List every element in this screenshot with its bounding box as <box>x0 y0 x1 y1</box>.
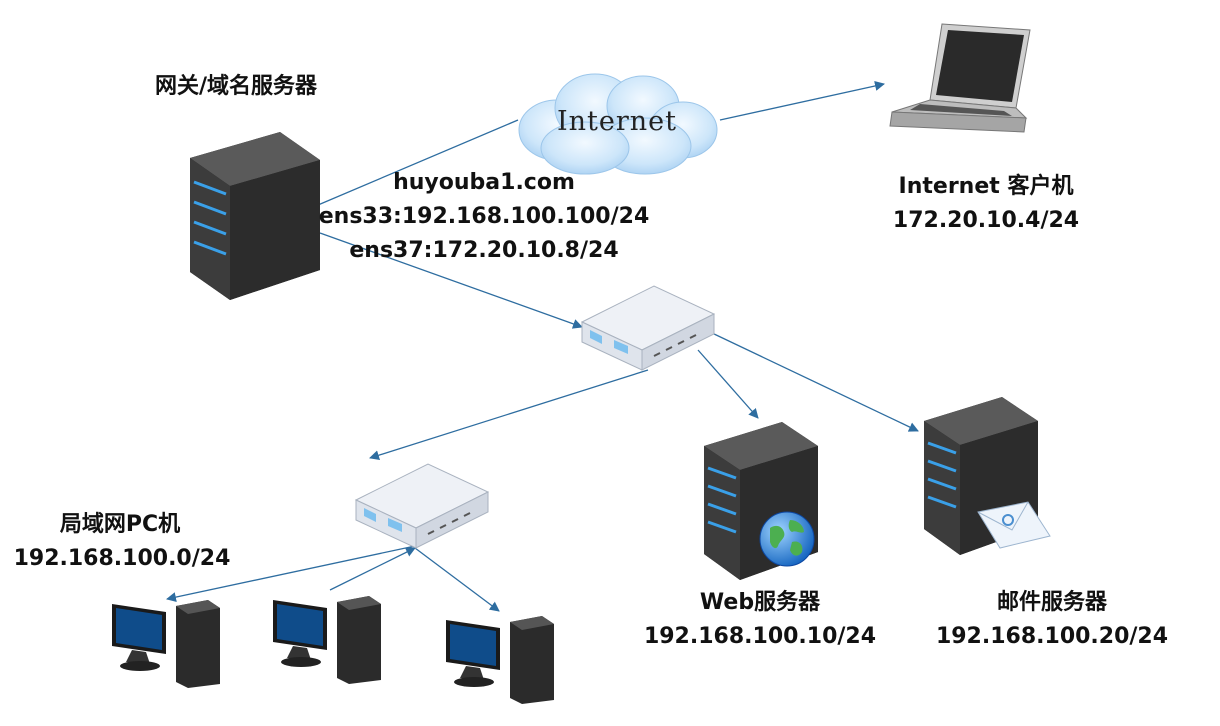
link-gateway-to-switch <box>319 232 583 329</box>
envelope-icon <box>977 501 1051 549</box>
mail-server-name: 邮件服务器 <box>996 590 1108 615</box>
gateway-ens33: ens33:192.168.100.100/24 <box>318 204 650 229</box>
network-switch-icon <box>580 285 716 371</box>
link-switch-to-web <box>697 349 759 419</box>
link-internet-to-client <box>719 81 885 121</box>
link-lan-switch-to-pc3 <box>414 547 500 612</box>
client-name: Internet 客户机 <box>898 174 1074 199</box>
laptop-icon <box>889 23 1031 133</box>
client-ip: 172.20.10.4/24 <box>892 208 1080 233</box>
link-lan-switch-to-pc1 <box>166 545 416 603</box>
gateway-hostname: huyouba1.com <box>393 170 575 195</box>
web-server-name: Web服务器 <box>699 590 821 615</box>
gateway-server-icon <box>190 132 320 300</box>
lan-pcs-name: 局域网PC机 <box>59 512 181 537</box>
cloud-label: Internet <box>557 106 678 137</box>
gateway-title: 网关/域名服务器 <box>155 74 318 99</box>
globe-icon <box>759 511 815 567</box>
desktop-pc-icon <box>446 616 554 704</box>
mail-server-ip: 192.168.100.20/24 <box>935 624 1169 649</box>
web-server-ip: 192.168.100.10/24 <box>643 624 877 649</box>
link-gateway-to-internet <box>317 119 519 206</box>
desktop-pc-icon <box>273 596 381 684</box>
network-switch-icon <box>354 463 490 549</box>
gateway-ens37: ens37:172.20.10.8/24 <box>349 238 619 263</box>
lan-pcs-subnet: 192.168.100.0/24 <box>13 546 231 571</box>
cloud-icon <box>518 73 718 175</box>
link-switch-to-mail <box>711 332 919 432</box>
link-pc2-to-lan-switch <box>329 547 416 591</box>
desktop-pc-icon <box>112 600 220 688</box>
link-switch-to-lan-switch <box>369 369 649 461</box>
